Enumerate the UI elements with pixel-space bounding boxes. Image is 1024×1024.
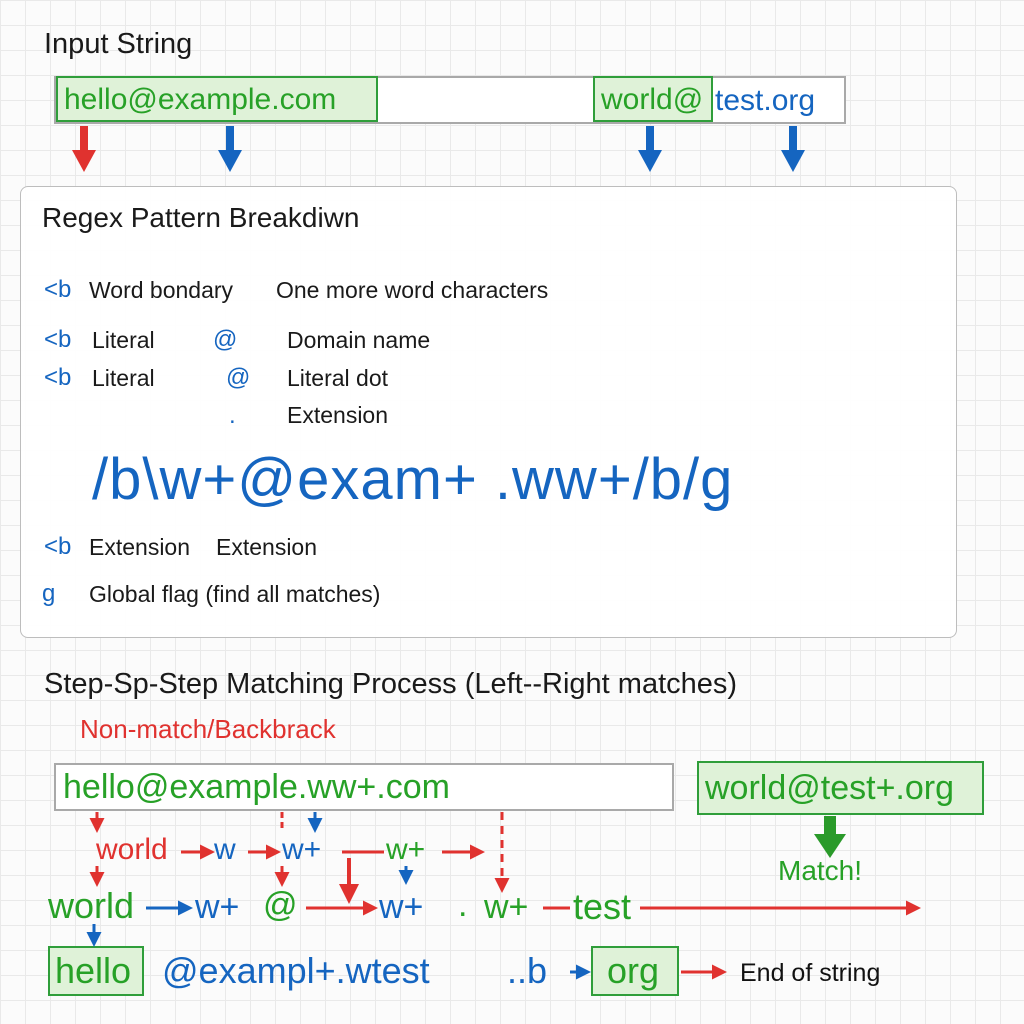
input-arrow-red xyxy=(72,126,96,172)
row2-at-symbol: @ xyxy=(213,326,238,353)
regex-pattern: /b\w+@exam+ .ww+/b/g xyxy=(92,447,734,512)
step2-token-w-plus-a: w+ xyxy=(195,888,240,926)
row5-symbol: <b xyxy=(44,533,72,560)
row6-symbol: g xyxy=(42,580,56,607)
match-arrow xyxy=(814,816,846,858)
match-label: Match! xyxy=(778,855,863,886)
step3-org-box: org xyxy=(591,946,679,996)
match-box: world@test+.org xyxy=(697,761,984,815)
step1-token-w-plus-a: w+ xyxy=(282,833,322,866)
end-of-string-label: End of string xyxy=(740,959,881,987)
process-title: Step-Sp-Step Matching Process (Left--Rig… xyxy=(44,668,738,700)
row3-at-symbol: @ xyxy=(226,364,251,391)
row5-description: Extension xyxy=(216,534,318,560)
input-arrow-blue-3 xyxy=(781,126,805,172)
row6-label: Global flag (find all matches) xyxy=(89,581,381,607)
row1-symbol: <b xyxy=(44,276,72,303)
breakdown-title: Regex Pattern Breakdiwn xyxy=(42,202,360,233)
row2-symbol: <b xyxy=(44,326,72,353)
step2-token-world: world xyxy=(48,885,135,926)
row4-description: Extension xyxy=(287,402,389,428)
input-string-title: Input String xyxy=(44,28,193,60)
step2-token-at: @ xyxy=(263,886,298,924)
row2-label: Literal xyxy=(92,327,155,353)
match-highlight-1: hello@example.com xyxy=(56,76,378,122)
input-arrow-blue-1 xyxy=(218,126,242,172)
row4-dot-symbol: . xyxy=(229,402,236,429)
row2-description: Domain name xyxy=(287,327,431,353)
step3-dots-b: ..b xyxy=(507,950,548,991)
step1-token-world: world xyxy=(96,833,168,866)
step1-token-w: w xyxy=(214,833,236,866)
step2-token-w-plus-b: w+ xyxy=(379,888,424,926)
step2-token-w-plus-c: w+ xyxy=(484,888,529,926)
row1-label: Word bondary xyxy=(89,277,234,303)
input-arrow-blue-2 xyxy=(638,126,662,172)
row1-description: One more word characters xyxy=(276,277,549,303)
step3-hello-box: hello xyxy=(48,946,144,996)
row3-symbol: <b xyxy=(44,364,72,391)
step1-token-w-plus-b: w+ xyxy=(386,833,426,866)
step2-token-test: test xyxy=(573,886,632,927)
non-match-label: Non-match/Backbrack xyxy=(80,714,336,744)
step2-token-dot: . xyxy=(458,886,468,924)
row3-description: Literal dot xyxy=(287,365,389,391)
string-box: hello@example.ww+.com xyxy=(54,763,674,811)
match-2-domain: test.org xyxy=(715,84,816,117)
row3-label: Literal xyxy=(92,365,155,391)
pattern-breakdown-panel xyxy=(20,186,957,638)
row5-label: Extension xyxy=(89,534,191,560)
match-highlight-2-user: world@ xyxy=(593,76,713,122)
step3-domain-tokens: @exampl+.wtest xyxy=(162,950,430,991)
